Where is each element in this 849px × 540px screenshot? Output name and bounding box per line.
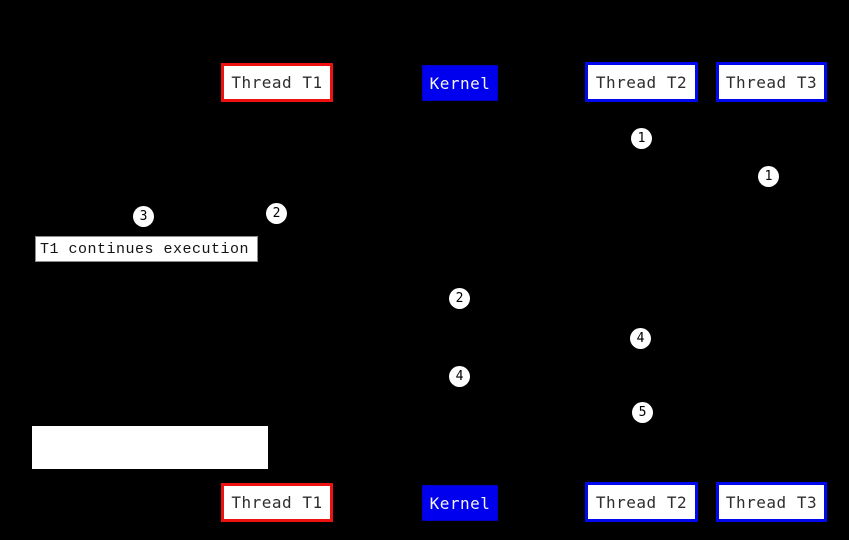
step-marker-label: 4	[455, 369, 464, 384]
thread-t3-box-top: Thread T3	[716, 62, 827, 102]
thread-t1-box-bottom: Thread T1	[221, 483, 333, 522]
step-marker-2-t1: 2	[266, 203, 287, 224]
kernel-box-top: Kernel	[422, 65, 498, 101]
step-marker-label: 3	[139, 209, 148, 224]
step-marker-5: 5	[632, 402, 653, 423]
kernel-box-bottom: Kernel	[422, 485, 498, 521]
thread-t2-label-top: Thread T2	[595, 72, 688, 92]
thread-t1-box-top: Thread T1	[221, 63, 333, 102]
step-marker-label: 1	[764, 169, 773, 184]
thread-t1-label-bottom: Thread T1	[231, 493, 323, 512]
step-marker-label: 2	[455, 291, 464, 306]
step-marker-2-kernel: 2	[449, 288, 470, 309]
step-marker-3: 3	[133, 206, 154, 227]
note-text: T1 continues execution	[40, 240, 250, 258]
thread-t2-box-bottom: Thread T2	[585, 482, 698, 522]
thread-t1-label-top: Thread T1	[231, 73, 323, 92]
kernel-label-bottom: Kernel	[429, 493, 491, 513]
step-marker-1-t2: 1	[631, 128, 652, 149]
blank-label-panel	[32, 426, 268, 469]
thread-t3-label-top: Thread T3	[725, 72, 818, 92]
step-marker-4-kernel: 4	[449, 366, 470, 387]
step-marker-label: 4	[636, 331, 645, 346]
kernel-label-top: Kernel	[429, 73, 491, 93]
step-marker-1-t3: 1	[758, 166, 779, 187]
thread-t2-box-top: Thread T2	[585, 62, 698, 102]
step-marker-label: 1	[637, 131, 646, 146]
step-marker-label: 5	[638, 405, 647, 420]
thread-t3-box-bottom: Thread T3	[716, 482, 827, 522]
thread-t2-label-bottom: Thread T2	[595, 492, 688, 512]
thread-t3-label-bottom: Thread T3	[725, 492, 818, 512]
note-t1-continues-execution: T1 continues execution	[35, 236, 258, 262]
step-marker-label: 2	[272, 206, 281, 221]
step-marker-4-t2: 4	[630, 328, 651, 349]
